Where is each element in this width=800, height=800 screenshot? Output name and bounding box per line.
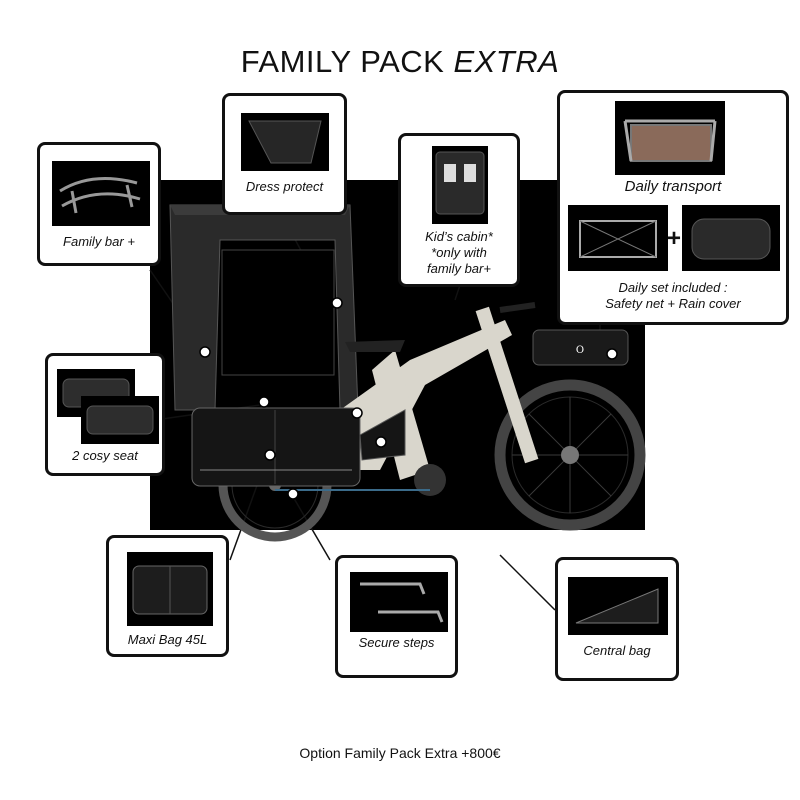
svg-text:O: O <box>576 345 584 356</box>
central-bag-shape <box>359 409 406 461</box>
card-daily-transport: Daily transport + Daily set included : S… <box>557 90 789 325</box>
card-cosy-seat-label: 2 cosy seat <box>72 448 138 463</box>
card-family-bar: Family bar + <box>37 142 161 266</box>
saddle <box>345 340 405 352</box>
front-basket: O <box>532 329 629 366</box>
kids-cabin-icon <box>435 151 485 215</box>
central-bag-image <box>568 577 668 635</box>
rain-cover-image <box>682 205 780 271</box>
card-maxi-bag: Maxi Bag 45L <box>106 535 229 657</box>
rain-cover-icon <box>691 218 771 260</box>
rear-rack-icon <box>623 119 717 162</box>
maxi-bag-icon <box>132 565 208 615</box>
handlebar <box>499 302 536 313</box>
daily-transport-image <box>615 101 725 175</box>
plus-sign: + <box>666 225 681 252</box>
page-title: FAMILY PACK EXTRA <box>0 44 800 80</box>
steps-icon <box>360 582 444 623</box>
card-cosy-seat: 2 cosy seat <box>45 353 165 476</box>
dress-protect-image <box>241 113 329 171</box>
card-kids-cabin: Kid’s cabin* *only with family bar+ <box>398 133 520 287</box>
triangle-bag-icon <box>575 588 659 624</box>
card-daily-transport-label: Daily transport <box>624 178 722 195</box>
front-wheel <box>494 379 646 531</box>
title-main: FAMILY PACK <box>240 44 445 79</box>
title-emphasis: EXTRA <box>453 44 560 79</box>
secure-steps-image <box>350 572 448 632</box>
drivetrain <box>275 464 446 496</box>
card-secure-steps: Secure steps <box>335 555 458 678</box>
card-kids-cabin-line1: Kid’s cabin* <box>425 229 493 244</box>
card-secure-steps-label: Secure steps <box>358 635 435 650</box>
card-kids-cabin-line2: *only with <box>431 245 487 260</box>
seat-cushion-icon <box>86 405 154 435</box>
side-bags <box>191 407 361 487</box>
family-bar-icon <box>59 177 141 214</box>
card-daily-set-line1: Daily set included : <box>618 280 728 295</box>
card-kids-cabin-line3: family bar+ <box>427 261 491 276</box>
safety-net-image <box>568 205 668 271</box>
family-bar-image <box>52 161 150 226</box>
card-dress-protect-label: Dress protect <box>245 179 324 194</box>
callout-dots <box>199 297 618 500</box>
maxi-bag-image <box>127 552 213 626</box>
kids-cabin-image <box>432 146 488 224</box>
price-footer: Option Family Pack Extra +800€ <box>299 745 501 761</box>
card-central-bag: Central bag <box>555 557 679 681</box>
dress-protect-icon <box>248 120 322 164</box>
card-daily-set-line2: Safety net + Rain cover <box>605 296 741 311</box>
kids-cabin-canopy <box>169 204 359 411</box>
card-dress-protect: Dress protect <box>222 93 347 215</box>
card-central-bag-label: Central bag <box>583 643 651 658</box>
card-maxi-bag-label: Maxi Bag 45L <box>127 632 208 647</box>
cosy-seat-image-2 <box>81 396 159 444</box>
card-family-bar-label: Family bar + <box>63 234 135 249</box>
safety-net-icon <box>579 220 657 258</box>
